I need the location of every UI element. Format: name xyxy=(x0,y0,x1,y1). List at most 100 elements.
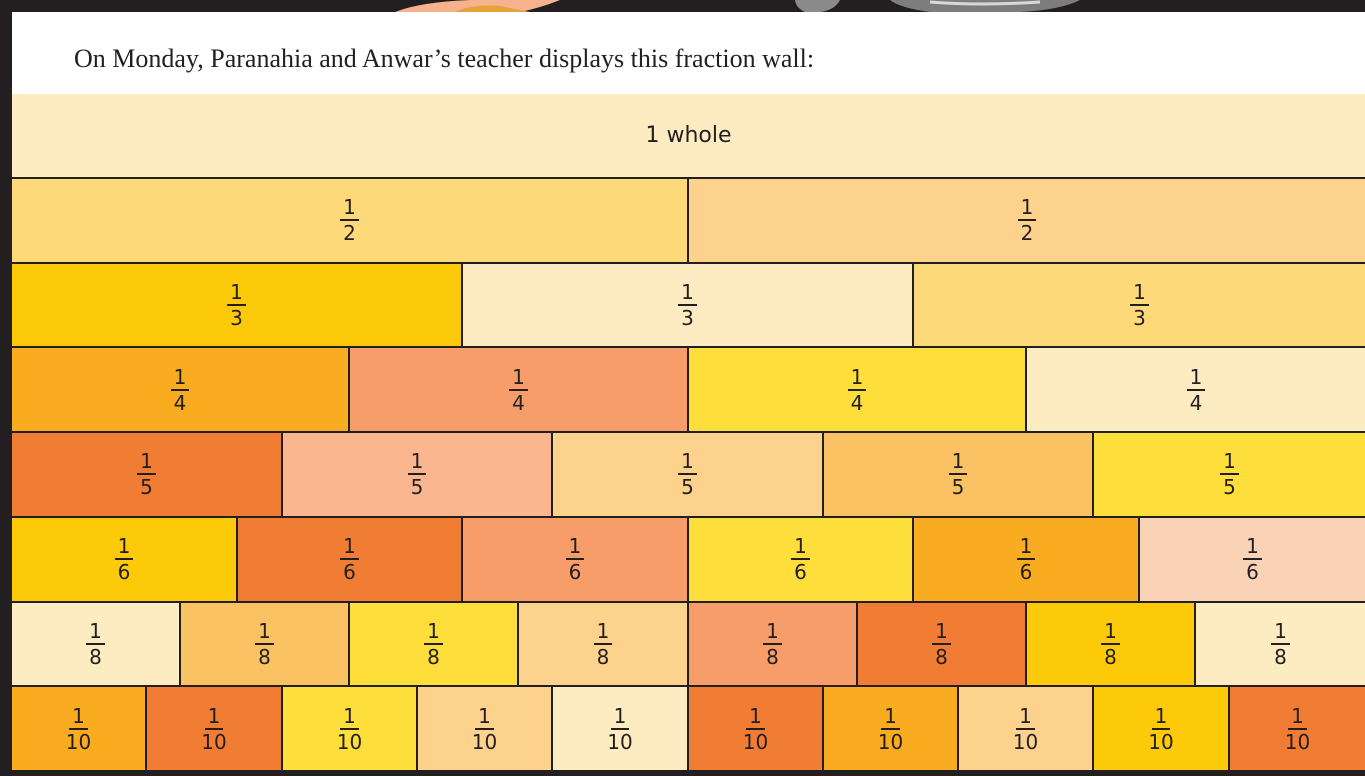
fraction-denominator: 5 xyxy=(410,475,424,500)
fraction-denominator: 10 xyxy=(607,729,633,754)
fraction-denominator: 3 xyxy=(1133,305,1146,330)
fraction-numerator: 1 xyxy=(1243,536,1262,561)
fraction-numerator: 1 xyxy=(424,621,443,645)
fraction-denominator: 10 xyxy=(742,729,769,754)
fraction-denominator: 6 xyxy=(117,560,131,585)
fraction-denominator: 4 xyxy=(512,390,525,415)
fraction-denominator: 4 xyxy=(850,390,864,415)
fraction-numerator: 1 xyxy=(227,282,246,306)
fraction-numerator: 1 xyxy=(763,621,782,645)
fraction-denominator: 5 xyxy=(140,475,153,500)
fraction-numerator: 1 xyxy=(137,451,156,476)
worksheet-panel: On Monday, Paranahia and Anwar’s teacher… xyxy=(12,12,1365,772)
fraction-denominator: 10 xyxy=(1012,729,1039,754)
fraction-numerator: 1 xyxy=(407,451,427,476)
fraction-numerator: 1 xyxy=(593,621,613,645)
fraction-denominator: 8 xyxy=(258,644,271,669)
fraction-denominator: 6 xyxy=(568,560,582,585)
fraction-denominator: 6 xyxy=(1019,560,1033,585)
fraction-numerator: 1 xyxy=(1271,621,1290,645)
whole-brick: 1 whole xyxy=(12,94,1365,179)
fraction-denominator: 8 xyxy=(935,644,948,669)
fraction-denominator: 10 xyxy=(877,729,904,754)
fraction-numerator: 1 xyxy=(1016,706,1035,730)
fraction-numerator: 1 xyxy=(255,621,274,645)
fraction-denominator: 3 xyxy=(681,305,694,330)
fraction-numerator: 1 xyxy=(1017,197,1037,222)
fraction-numerator: 1 xyxy=(86,621,105,645)
whole-label: 1 whole xyxy=(645,122,732,148)
fraction-numerator: 1 xyxy=(1016,536,1036,561)
fraction-numerator: 1 xyxy=(565,536,585,561)
fraction-numerator: 1 xyxy=(340,536,359,561)
fraction-numerator: 1 xyxy=(610,706,630,730)
fraction-denominator: 4 xyxy=(1189,390,1203,415)
fraction-denominator: 8 xyxy=(427,644,440,669)
illustration-fragment xyxy=(395,0,1080,12)
fraction-denominator: 8 xyxy=(766,644,779,669)
top-illustration-strip xyxy=(0,0,1365,12)
wall-row-1: 1 whole xyxy=(12,94,1365,179)
fraction-denominator: 8 xyxy=(89,644,102,669)
fraction-numerator: 1 xyxy=(1130,282,1149,306)
fraction-denominator: 6 xyxy=(1246,560,1259,585)
fraction-numerator: 1 xyxy=(114,536,134,561)
fraction-denominator: 2 xyxy=(343,221,356,246)
fraction-denominator: 10 xyxy=(471,729,498,754)
fraction-denominator: 5 xyxy=(951,475,965,500)
fraction-numerator: 1 xyxy=(475,706,494,730)
fraction-denominator: 8 xyxy=(596,644,610,669)
fraction-numerator: 1 xyxy=(678,451,697,476)
fraction-numerator: 1 xyxy=(847,367,867,391)
fraction-numerator: 1 xyxy=(1288,706,1307,730)
fraction-numerator: 1 xyxy=(1151,706,1171,730)
